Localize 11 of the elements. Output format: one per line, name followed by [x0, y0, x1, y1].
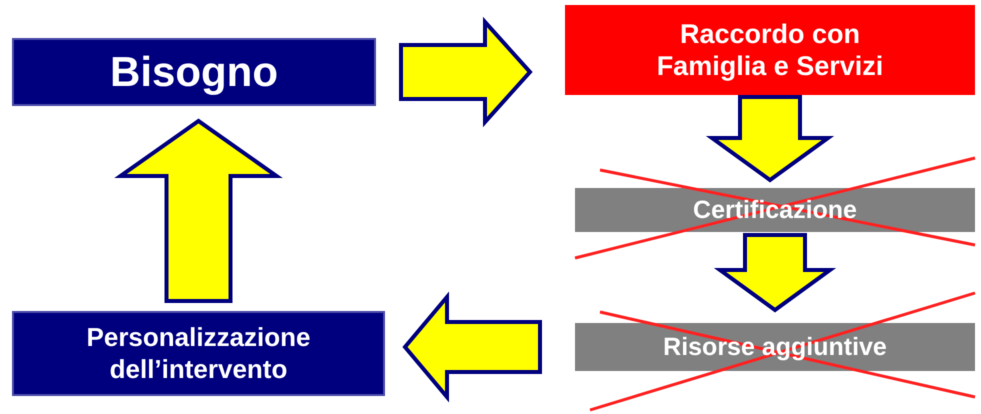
box-label: Bisogno: [110, 46, 278, 97]
block-arrow: [114, 118, 283, 303]
process-box: [565, 5, 975, 95]
process-box: [12, 38, 376, 106]
process-box: [12, 311, 385, 396]
block-arrow: [714, 233, 836, 312]
box-label: Raccordo con Famiglia e Servizi: [656, 18, 884, 82]
block-arrow: [399, 16, 533, 128]
block-arrow: [706, 95, 834, 182]
block-arrow: [402, 292, 542, 402]
box-label: Personalizzazione dell’intervento: [86, 322, 312, 385]
